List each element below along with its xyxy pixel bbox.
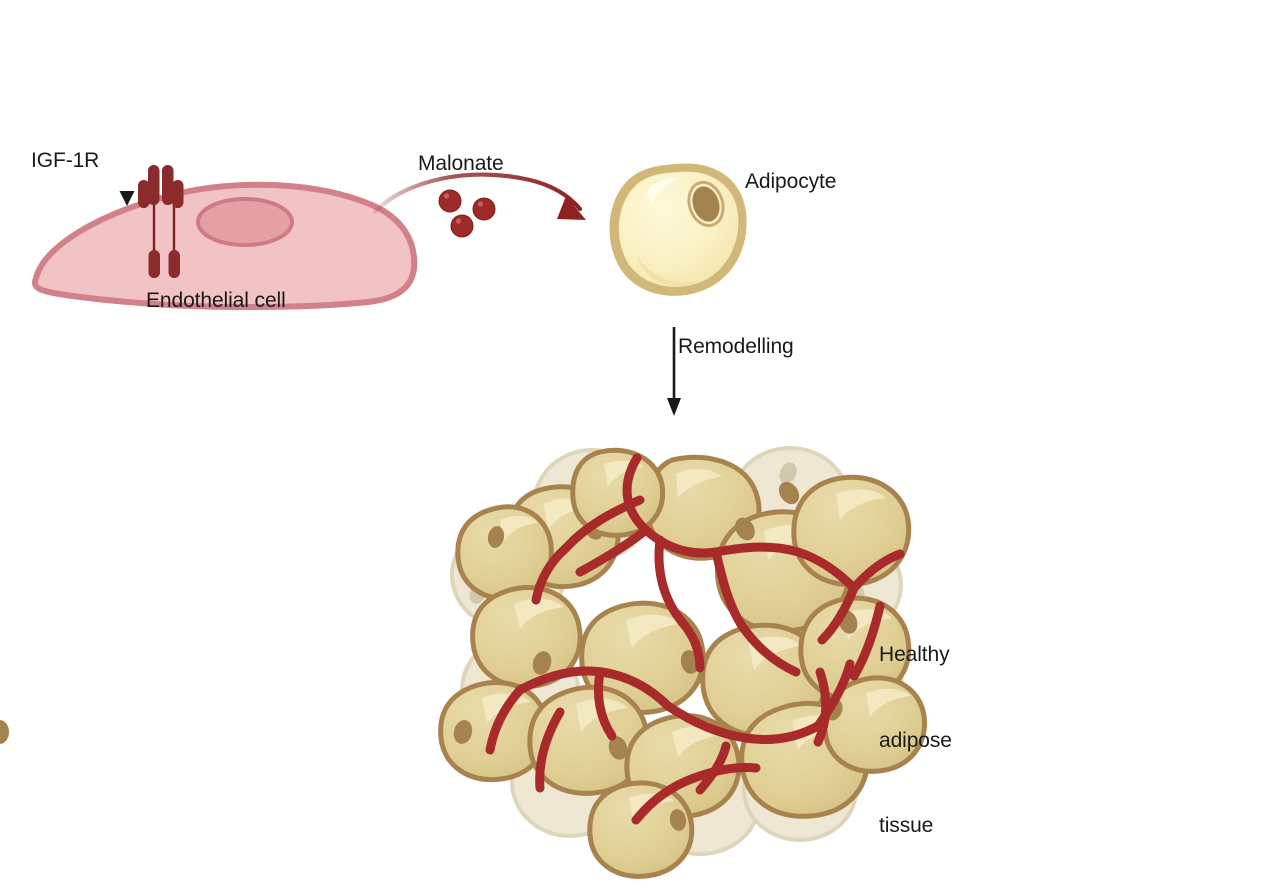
igf1r-receptor-complex — [138, 165, 184, 278]
tissue-foreground-cells — [0, 447, 928, 879]
endothelial-nucleus — [196, 197, 294, 247]
malonate-arrow — [372, 172, 586, 220]
adipocyte-highlight — [646, 177, 678, 203]
adipose-tissue-cluster — [0, 446, 928, 879]
healthy-label-line-1: Healthy — [879, 643, 950, 667]
healthy-adipose-tissue-label: Healthy adipose tissue — [879, 584, 952, 896]
endothelial-cell-label: Endothelial cell — [146, 289, 286, 312]
igf1r-arrow — [119, 148, 135, 206]
malonate-label: Malonate — [418, 152, 504, 175]
adipocyte-cell — [609, 163, 747, 296]
adipocyte-nucleus — [692, 186, 720, 222]
tissue-vessels — [485, 453, 905, 825]
igf1r-label: IGF-1R — [31, 149, 100, 172]
adipocyte-label: Adipocyte — [745, 170, 837, 193]
healthy-label-line-2: adipose — [879, 728, 952, 752]
malonate-particles — [438, 189, 496, 238]
endothelial-cell — [31, 181, 418, 310]
remodelling-label: Remodelling — [678, 335, 794, 358]
remodelling-arrow — [667, 327, 681, 416]
healthy-label-line-3: tissue — [879, 814, 934, 838]
